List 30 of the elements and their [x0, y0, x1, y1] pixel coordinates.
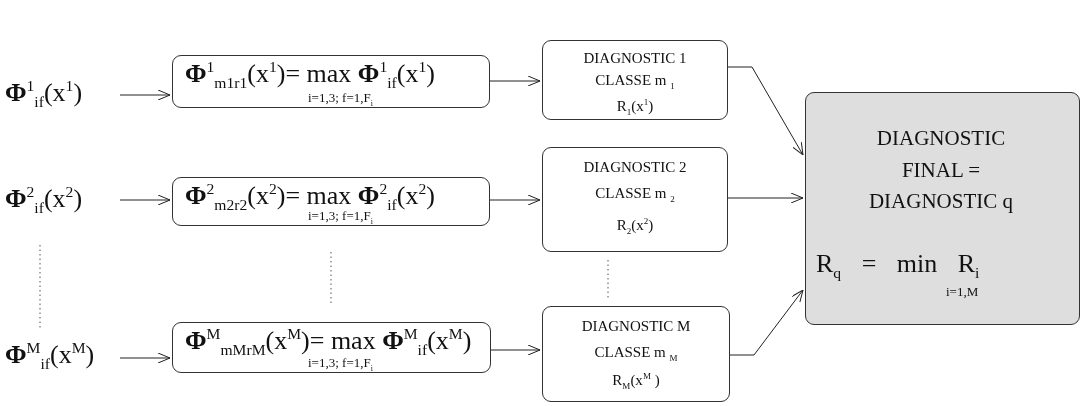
diagnostic-text: DIAGNOSTIC FINAL = DIAGNOSTIC q	[867, 125, 1015, 215]
arrow	[727, 66, 804, 156]
arrow	[489, 75, 541, 87]
diagnostic-box	[542, 306, 730, 402]
diagnostic-text: R$_{2}$(x$^{2}$)	[615, 218, 655, 233]
arrow	[729, 289, 804, 356]
diagnostic-text: CLASSE m $_{M}$	[593, 345, 679, 360]
arrow	[119, 89, 171, 101]
arrow	[490, 344, 541, 356]
diagnostic-box	[542, 147, 728, 252]
index-range-text: i=1,M	[946, 285, 979, 298]
diagnostic-box	[542, 40, 728, 120]
diagnostic-text: CLASSE m $_{1}$	[594, 73, 676, 88]
diagnostic-text: R$_{1}$(x$^{1}$)	[615, 99, 655, 114]
final-diagnostic-box	[805, 92, 1080, 325]
index-range-text: i=1,3; f=1,F$_{i}$	[308, 209, 373, 222]
arrow	[489, 194, 541, 206]
index-range-text: i=1,3; f=1,F$_{i}$	[308, 91, 373, 104]
diagnostic-text: CLASSE m $_{2}$	[594, 186, 676, 201]
arrow	[727, 192, 804, 204]
diagnostic-text: DIAGNOSTIC 2	[582, 160, 688, 175]
formula-box	[172, 322, 491, 373]
diagnostic-text: DIAGNOSTIC 1	[582, 51, 688, 66]
arrow	[119, 194, 171, 206]
index-range-text: i=1,3; f=1,F$_{i}$	[308, 356, 373, 369]
formula-box	[172, 177, 490, 226]
diagnostic-text: R$_{M}$(x$^{M}$ )	[611, 373, 661, 388]
diagnostic-text: DIAGNOSTIC M	[580, 319, 692, 334]
arrow	[119, 352, 171, 364]
formula-box	[172, 55, 490, 108]
